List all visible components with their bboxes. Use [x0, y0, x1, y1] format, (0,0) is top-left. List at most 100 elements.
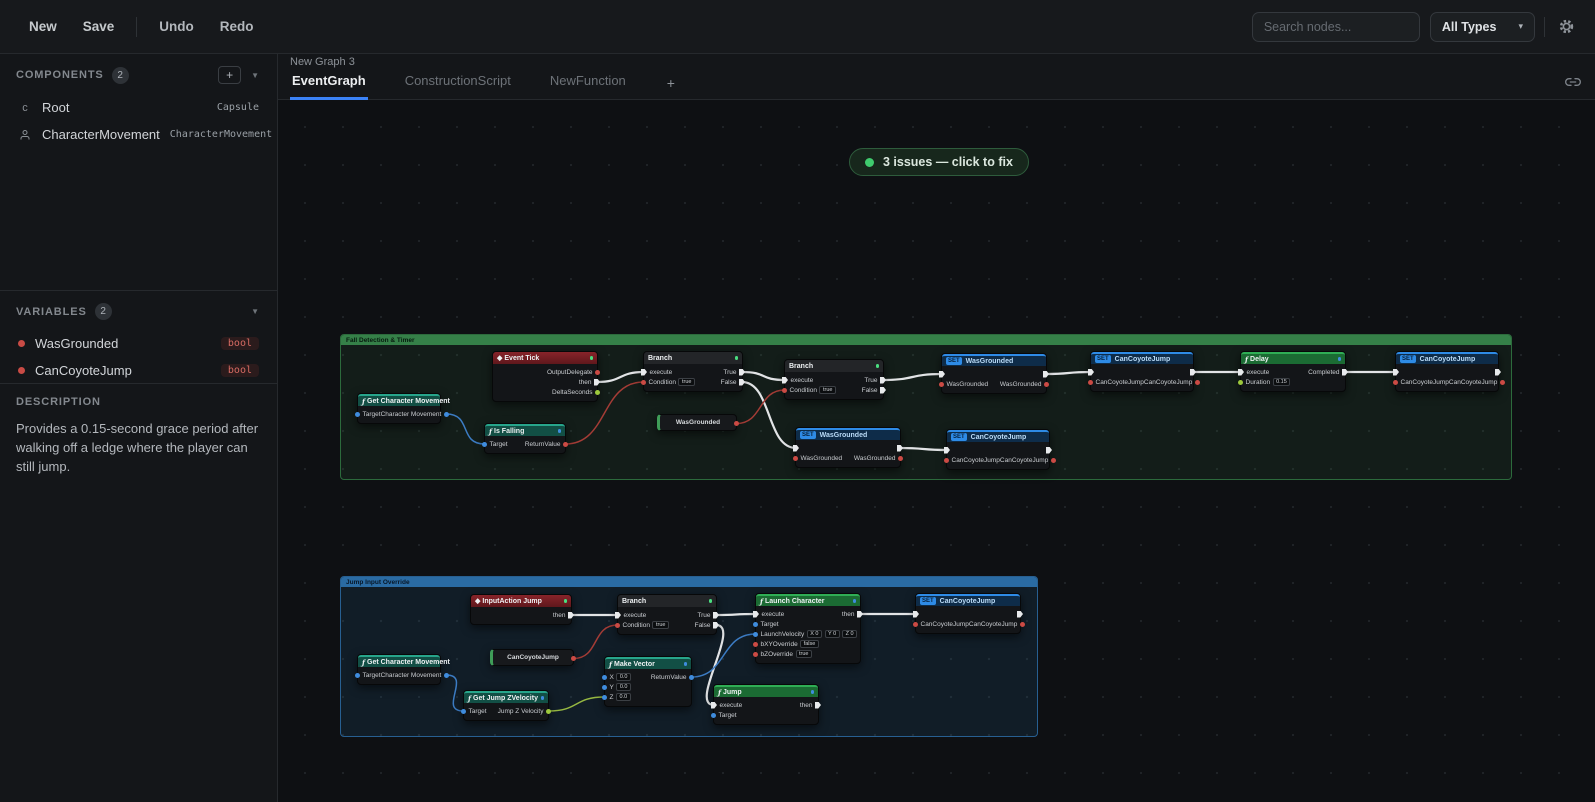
pin-default-value[interactable]: Z 0 — [842, 630, 858, 638]
pin-default-value[interactable]: true — [652, 621, 669, 629]
exec-pin[interactable] — [1190, 368, 1196, 376]
Condition-pin[interactable] — [615, 622, 620, 628]
undo-button[interactable]: Undo — [146, 13, 207, 40]
ReturnValue-pin[interactable] — [563, 441, 568, 447]
exec-pin[interactable] — [1088, 368, 1094, 376]
then-pin[interactable] — [594, 378, 600, 386]
then-pin[interactable] — [568, 611, 574, 619]
variables-collapse-icon[interactable]: ▼ — [251, 307, 259, 316]
execute-pin[interactable] — [753, 610, 759, 618]
False-pin[interactable] — [713, 621, 719, 629]
Target-pin[interactable] — [355, 411, 360, 417]
True-pin[interactable] — [713, 611, 719, 619]
Target-pin[interactable] — [711, 712, 716, 718]
Character Movement-pin[interactable] — [443, 411, 449, 417]
then-pin[interactable] — [815, 701, 821, 709]
add-component-button[interactable]: + — [218, 66, 242, 84]
execute-pin[interactable] — [782, 376, 788, 384]
pin-default-value[interactable]: false — [800, 640, 819, 648]
CanCoyoteJump-pin[interactable] — [944, 457, 949, 463]
search-input[interactable] — [1251, 11, 1420, 42]
exec-pin[interactable] — [793, 444, 799, 452]
WasGrounded-pin[interactable] — [939, 381, 944, 387]
pin-default-value[interactable]: X 0 — [806, 630, 822, 638]
CanCoyoteJump-pin[interactable] — [1393, 379, 1398, 385]
Duration-pin[interactable] — [1238, 379, 1243, 385]
exec-pin[interactable] — [1393, 368, 1399, 376]
X-pin[interactable] — [602, 674, 607, 680]
CanCoyoteJump-pin[interactable] — [1019, 621, 1025, 627]
Z-pin[interactable] — [602, 694, 607, 700]
Completed-pin[interactable] — [1342, 368, 1348, 376]
new-button[interactable]: New — [16, 13, 70, 40]
pin-default-value[interactable]: 0.0 — [615, 693, 631, 701]
OutputDelegate-pin[interactable] — [595, 369, 600, 375]
Jump Z Velocity-pin[interactable] — [546, 708, 551, 714]
False-pin[interactable] — [880, 386, 886, 394]
Target-pin[interactable] — [355, 672, 360, 678]
getter-output-pin[interactable] — [734, 421, 739, 426]
pin-default-value[interactable]: true — [795, 650, 812, 658]
CanCoyoteJump-pin[interactable] — [1050, 457, 1056, 463]
exec-pin[interactable] — [913, 610, 919, 618]
exec-pin[interactable] — [939, 370, 945, 378]
pin-default-value[interactable]: Y 0 — [824, 630, 840, 638]
graph-canvas[interactable]: 3 issues — click to fix Fall Detection &… — [278, 100, 1595, 802]
tab-eventgraph[interactable]: EventGraph — [290, 67, 368, 100]
redo-button[interactable]: Redo — [207, 13, 267, 40]
exec-pin[interactable] — [1043, 370, 1049, 378]
CanCoyoteJump-pin[interactable] — [1194, 379, 1200, 385]
share-link-button[interactable] — [1565, 74, 1581, 90]
pin-default-value[interactable]: true — [678, 378, 695, 386]
comment-title[interactable]: Jump Input Override — [341, 577, 1037, 587]
Target-pin[interactable] — [753, 621, 758, 627]
True-pin[interactable] — [739, 368, 745, 376]
exec-pin[interactable] — [1017, 610, 1023, 618]
getter-output-pin[interactable] — [571, 656, 576, 661]
issues-banner[interactable]: 3 issues — click to fix — [849, 148, 1029, 176]
CanCoyoteJump-pin[interactable] — [1499, 379, 1505, 385]
CanCoyoteJump-pin[interactable] — [1088, 379, 1093, 385]
Condition-pin[interactable] — [782, 387, 787, 393]
components-collapse-icon[interactable]: ▼ — [251, 70, 259, 80]
bZOverride-pin[interactable] — [753, 651, 758, 657]
pin-default-value[interactable]: 0.0 — [616, 673, 631, 681]
type-filter-dropdown[interactable]: All Types ▾ — [1429, 11, 1535, 42]
WasGrounded-pin[interactable] — [1044, 381, 1049, 387]
tab-newfunction[interactable]: NewFunction — [549, 73, 626, 88]
execute-pin[interactable] — [1238, 368, 1244, 376]
bXYOverride-pin[interactable] — [753, 641, 758, 647]
settings-button[interactable] — [1554, 14, 1579, 39]
Character Movement-pin[interactable] — [443, 672, 449, 678]
Y-pin[interactable] — [602, 684, 607, 690]
exec-pin[interactable] — [897, 444, 903, 452]
node-cancoyote-get[interactable]: CanCoyoteJump — [490, 649, 576, 666]
CanCoyoteJump-pin[interactable] — [913, 621, 918, 627]
exec-pin[interactable] — [944, 446, 950, 454]
DeltaSeconds-pin[interactable] — [595, 389, 600, 395]
add-tab-button[interactable]: + — [666, 75, 675, 91]
exec-pin[interactable] — [1046, 446, 1052, 454]
comment-title[interactable]: Fall Detection & Timer — [341, 335, 1511, 345]
